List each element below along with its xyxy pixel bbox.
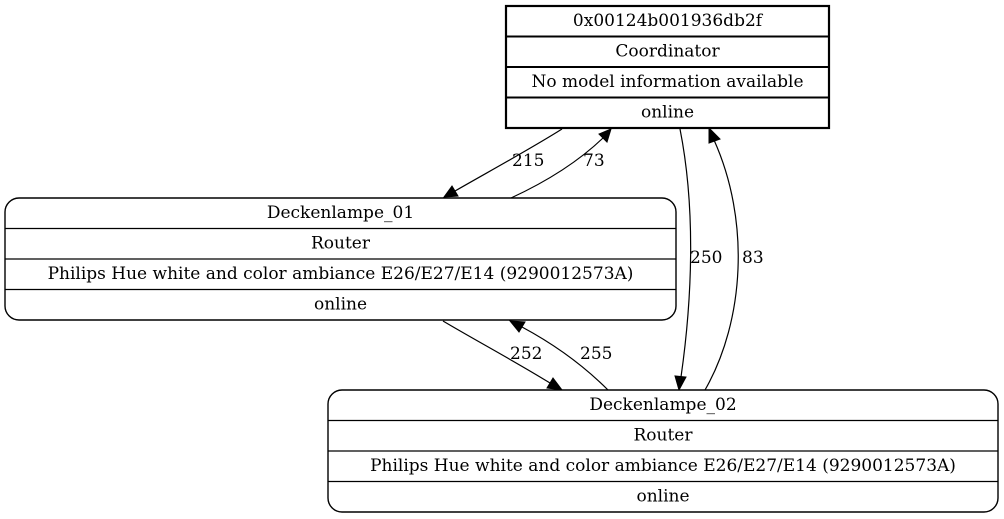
node-type: Coordinator	[615, 42, 720, 62]
edge-label: 73	[583, 151, 605, 171]
arrowhead-icon	[546, 377, 564, 391]
edges: 215 73 250 83 252 25	[442, 126, 764, 392]
edge-label: 83	[742, 248, 764, 268]
node-deckenlampe-02[interactable]: Deckenlampe_02 Router Philips Hue white …	[327, 389, 999, 513]
edge-coordinator-to-deckenlampe-02: 250	[674, 128, 722, 392]
node-friendly-name: Deckenlampe_02	[589, 395, 736, 415]
arrowhead-icon	[508, 320, 526, 333]
arrowhead-icon	[598, 128, 612, 143]
arrowhead-icon	[708, 126, 721, 144]
edge-label: 215	[512, 151, 544, 171]
node-model: Philips Hue white and color ambiance E26…	[48, 264, 634, 284]
node-coordinator[interactable]: 0x00124b001936db2f Coordinator No model …	[504, 4, 831, 130]
node-type: Router	[633, 426, 693, 446]
edge-deckenlampe-01-to-coordinator: 73	[510, 128, 612, 199]
edge-deckenlampe-01-to-deckenlampe-02: 252	[442, 320, 564, 391]
node-ieee-address: 0x00124b001936db2f	[573, 11, 764, 31]
node-type: Router	[311, 234, 371, 254]
node-model: No model information available	[531, 72, 803, 92]
edge-deckenlampe-02-to-deckenlampe-01: 255	[508, 320, 612, 391]
node-deckenlampe-01[interactable]: Deckenlampe_01 Router Philips Hue white …	[4, 197, 677, 321]
edge-label: 250	[690, 248, 722, 268]
node-model: Philips Hue white and color ambiance E26…	[370, 456, 956, 476]
edge-coordinator-to-deckenlampe-01: 215	[442, 128, 563, 198]
node-status: online	[641, 103, 694, 123]
arrowhead-icon	[674, 375, 687, 392]
arrowhead-icon	[442, 185, 459, 198]
node-status: online	[636, 487, 689, 507]
node-status: online	[314, 295, 367, 315]
node-friendly-name: Deckenlampe_01	[267, 203, 414, 223]
edge-label: 255	[580, 344, 612, 364]
edge-label: 252	[510, 344, 542, 364]
edge-deckenlampe-02-to-coordinator: 83	[704, 126, 764, 391]
